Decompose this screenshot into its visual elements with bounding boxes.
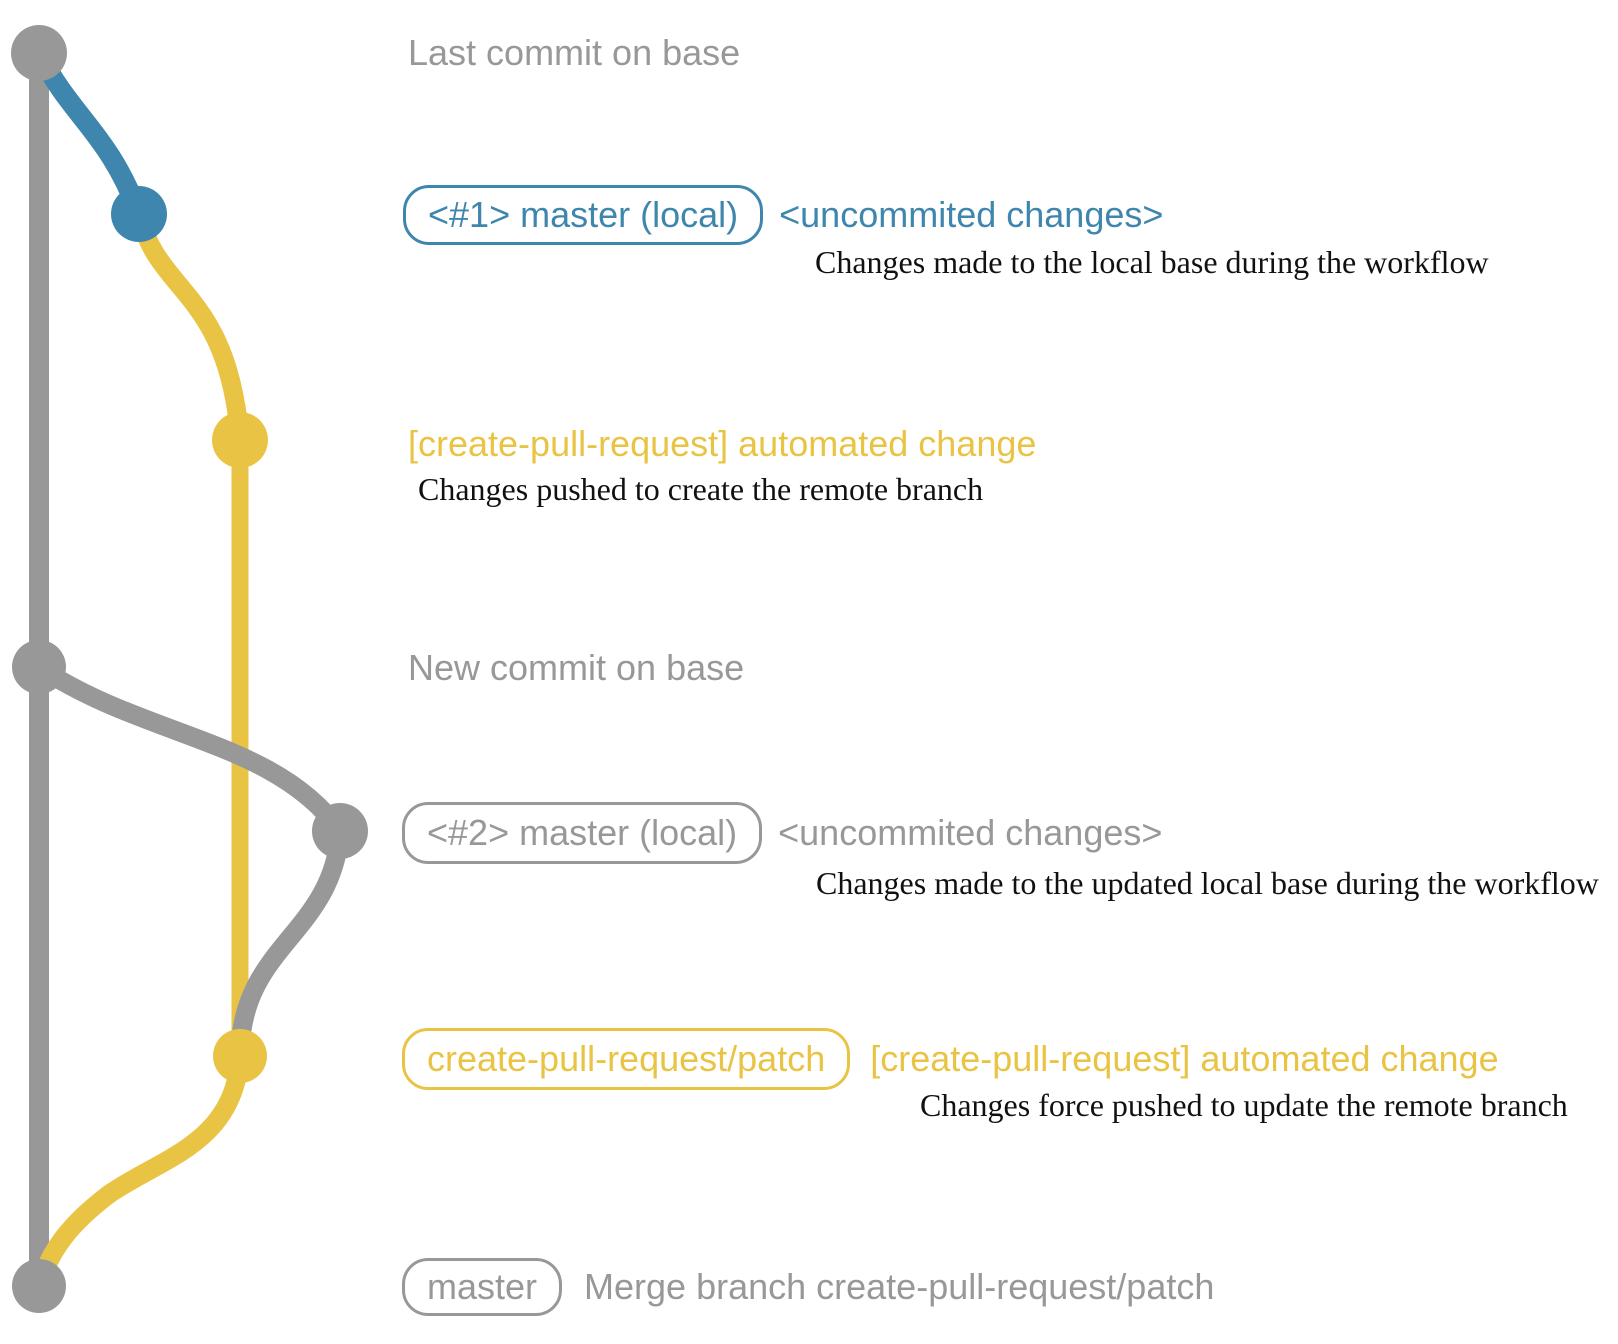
note-uncommited-1: <uncommited changes> xyxy=(779,194,1164,235)
note-automated-change-1: [create-pull-request] automated change xyxy=(408,423,1037,464)
new-commit-label: New commit on base xyxy=(408,647,745,688)
branch-curve-remote-1 xyxy=(129,211,250,441)
commit-dot-remote-1 xyxy=(212,412,268,468)
last-commit-label: Last commit on base xyxy=(408,32,741,73)
branch-curve-local-1 xyxy=(30,48,149,218)
desc-push-1: Changes pushed to create the remote bran… xyxy=(418,471,984,507)
branch-badge-master-local-2: <#2> master (local) xyxy=(402,802,763,864)
desc-force-push: Changes force pushed to update the remot… xyxy=(920,1087,1568,1123)
row-local-commit-1: <#1> master (local) <uncommited changes> xyxy=(403,185,1163,245)
note-uncommited-2: <uncommited changes> xyxy=(778,812,1163,853)
merge-message: Merge branch create-pull-request/patch xyxy=(584,1266,1215,1307)
commit-dot-base-last xyxy=(11,25,67,81)
desc-local-changes-1: Changes made to the local base during th… xyxy=(815,244,1489,280)
branch-badge-master: master xyxy=(402,1258,563,1316)
branch-badge-patch: create-pull-request/patch xyxy=(402,1028,851,1090)
row-remote-branch: create-pull-request/patch [create-pull-r… xyxy=(402,1028,1499,1090)
commit-dot-local-2 xyxy=(312,803,368,859)
branch-badge-master-local-1: <#1> master (local) xyxy=(403,185,764,245)
git-graph xyxy=(11,25,368,1313)
branch-curve-local-2 xyxy=(33,659,348,837)
commit-dot-merge xyxy=(12,1259,66,1313)
note-automated-change-2: [create-pull-request] automated change xyxy=(870,1038,1499,1079)
desc-local-changes-2: Changes made to the updated local base d… xyxy=(816,865,1599,901)
branch-curve-remote-2 xyxy=(230,830,350,1057)
row-local-commit-2: <#2> master (local) <uncommited changes> xyxy=(402,802,1162,864)
merge-curve xyxy=(29,1055,250,1289)
commit-dot-remote-2 xyxy=(213,1029,267,1083)
commit-dot-base-new xyxy=(12,640,66,694)
row-merge: master Merge branch create-pull-request/… xyxy=(402,1258,1214,1316)
commit-dot-local-1 xyxy=(111,186,167,242)
